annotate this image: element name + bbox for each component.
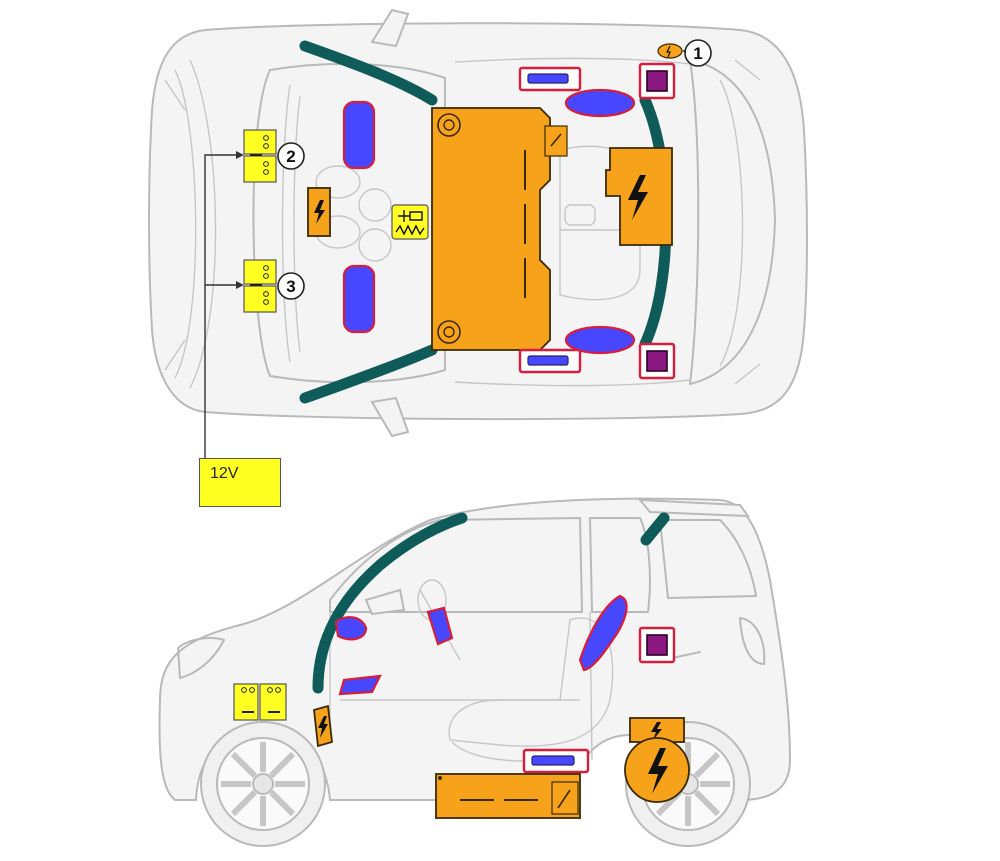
side-front-wheel (200, 721, 326, 847)
top-driver-airbag (342, 100, 376, 170)
side-spoiler (637, 498, 751, 518)
side-steering-airbag (426, 606, 454, 646)
top-dash-line (281, 84, 291, 363)
side-front-window (329, 517, 583, 613)
top-pretensioner-lower (527, 355, 569, 366)
side-belt-pretensioner (522, 748, 590, 774)
callout-number-2: 2 (286, 147, 295, 166)
12v-leader-lines (204, 151, 244, 458)
top-side-airbags (564, 88, 636, 355)
top-hv-battery-pack (431, 107, 551, 351)
lightning-bolt-icon (648, 748, 668, 794)
top-sensor-upper (646, 70, 668, 92)
callout-3: 3 (277, 272, 305, 300)
side-curtain-airbag-rear (640, 512, 670, 546)
top-passenger-airbag (342, 264, 376, 334)
top-seat-right (559, 145, 641, 301)
gas-strut-icon (391, 204, 429, 240)
side-dash-airbag (334, 616, 368, 641)
top-hv-front-unit (307, 187, 331, 237)
side-headlight (177, 637, 225, 679)
side-rear-window (589, 517, 651, 613)
side-knee-airbag (338, 674, 382, 696)
top-sensors (638, 62, 676, 380)
top-belt-pretensioners (518, 66, 582, 374)
callout-number-1: 1 (693, 44, 702, 63)
side-sensor (638, 626, 676, 664)
top-side-airbag-upper (564, 88, 636, 118)
side-curtain-airbag-front (312, 512, 468, 694)
top-hood-line (174, 69, 197, 379)
top-12v-unit-3 (243, 259, 277, 313)
callout-2: 2 (277, 142, 305, 170)
lightning-bolt-icon (314, 200, 325, 224)
side-hv-battery (435, 773, 581, 819)
top-side-airbag-lower (564, 325, 636, 355)
side-airbags (334, 594, 628, 696)
side-hv-motor (624, 717, 690, 803)
top-hv-motor (605, 147, 673, 246)
callout-number-3: 3 (286, 277, 295, 296)
top-hv-battery (431, 107, 568, 351)
top-pretensioner-upper (527, 73, 569, 84)
side-pretensioner (531, 755, 575, 766)
lightning-bolt-icon (318, 716, 328, 738)
side-hv-front-unit (313, 704, 333, 748)
side-12v-unit (233, 683, 287, 721)
side-curtain-airbags (312, 512, 670, 694)
top-mirror-lower (370, 396, 410, 438)
top-front-airbags (342, 100, 376, 334)
side-taillight (739, 617, 766, 665)
lightning-bolt-icon (628, 175, 648, 220)
top-rear-window (689, 59, 776, 385)
hv-disconnect-marker (657, 43, 683, 59)
top-curtain-airbag-upper (299, 40, 438, 106)
top-mirror-upper (370, 8, 410, 48)
side-mirror (364, 588, 406, 616)
side-sensor-block (646, 634, 668, 656)
12v-label-box: 12V (199, 458, 281, 507)
callout-1: 1 (683, 39, 712, 67)
side-seat-airbag (578, 594, 628, 672)
lightning-bolt-icon (651, 722, 662, 740)
top-curtain-airbag-lower (299, 344, 438, 404)
top-hv-disconnect (657, 43, 683, 59)
top-12v-unit-2 (243, 129, 277, 183)
top-sensor-lower (646, 350, 668, 372)
side-back-glass (659, 519, 757, 599)
